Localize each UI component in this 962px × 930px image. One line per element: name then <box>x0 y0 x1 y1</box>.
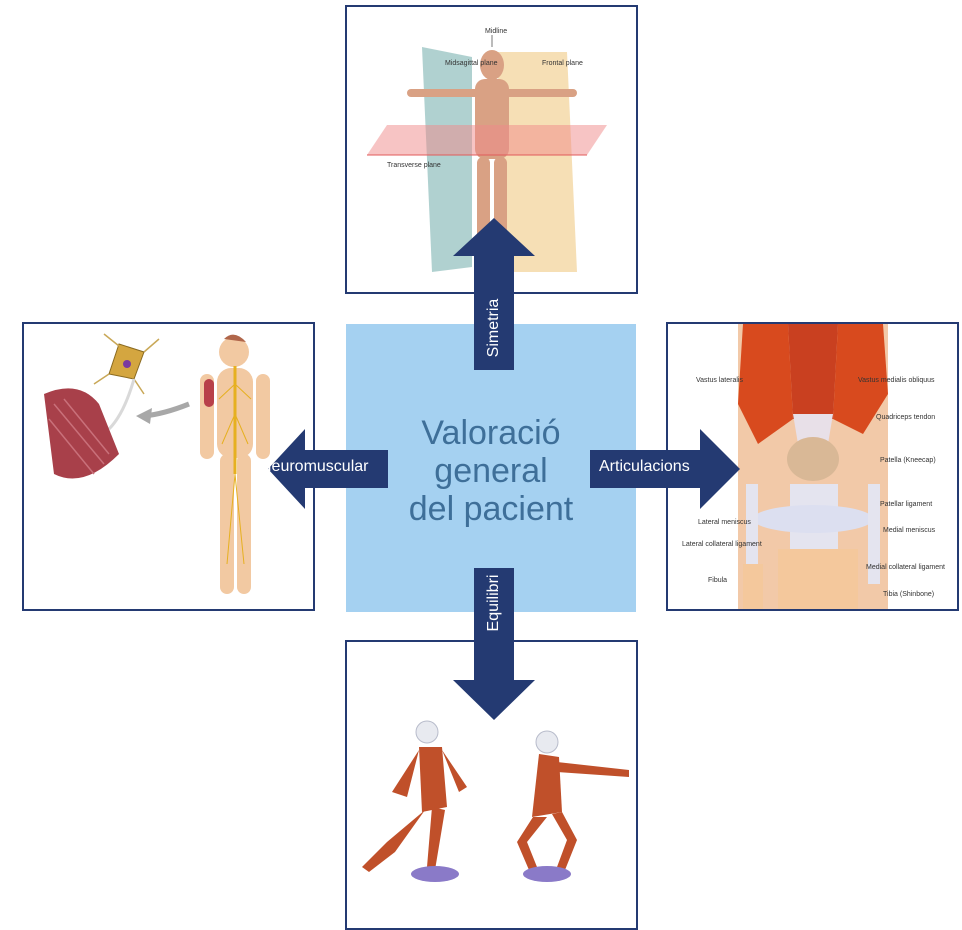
tibia-label: Tibia (Shinbone) <box>883 591 934 598</box>
balance-exercise-illustration <box>347 642 636 928</box>
center-title-line-1: Valoració <box>346 414 636 452</box>
center-title-line-3: del pacient <box>346 490 636 528</box>
arrow-label-equilibri: Equilibri <box>485 575 503 632</box>
lateral-meniscus-label: Lateral meniscus <box>698 519 751 526</box>
center-title: Valoració general del pacient <box>346 414 636 528</box>
arrow-label-neuromuscular: Neuromuscular <box>260 458 368 476</box>
center-box: Valoració general del pacient <box>346 324 636 612</box>
arrow-label-simetria: Simetria <box>485 299 503 358</box>
balance-panel <box>345 640 638 930</box>
midline-label: Midline <box>485 28 507 35</box>
patellar-ligament-label: Patellar ligament <box>880 501 932 508</box>
knee-panel: Vastus lateralis Vastus medialis obliquu… <box>666 322 959 611</box>
frontal-label: Frontal plane <box>542 60 583 67</box>
anatomical-planes-illustration: Midline Midsagittal plane Frontal plane … <box>347 7 636 292</box>
midsagittal-label: Midsagittal plane <box>445 60 498 67</box>
vastus-medialis-label: Vastus medialis obliquus <box>858 377 935 384</box>
vastus-lateralis-label: Vastus lateralis <box>696 377 743 384</box>
center-title-line-2: general <box>346 452 636 490</box>
knee-anatomy-illustration: Vastus lateralis Vastus medialis obliquu… <box>668 324 957 609</box>
transverse-label: Transverse plane <box>387 162 441 169</box>
patella-label: Patella (Kneecap) <box>880 457 936 464</box>
planes-panel: Midline Midsagittal plane Frontal plane … <box>345 5 638 294</box>
arrow-label-articulacions: Articulacions <box>599 458 690 476</box>
fibula-label: Fibula <box>708 577 727 584</box>
quadriceps-tendon-label: Quadriceps tendon <box>876 414 935 421</box>
lateral-collateral-label: Lateral collateral ligament <box>682 541 762 548</box>
medial-meniscus-label: Medial meniscus <box>883 527 936 534</box>
medial-collateral-label: Medial collateral ligament <box>866 564 945 571</box>
